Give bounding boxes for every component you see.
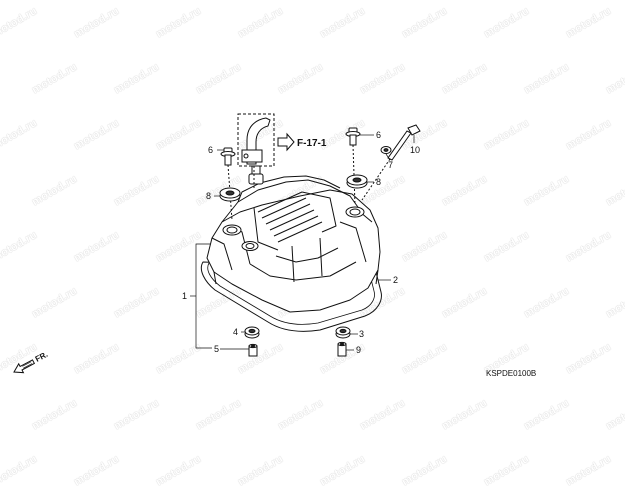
collar-right [337,341,347,357]
callout-1: 1 [182,291,187,301]
rubber-mount-left [219,187,241,202]
callout-6-left: 6 [208,145,213,155]
callout-9: 9 [356,345,361,355]
collar-left [248,343,258,357]
reference-arrow-icon [277,132,295,152]
rubber-seal-washer-right [335,326,351,339]
leader-lines [190,134,415,351]
head-cover-gasket [200,261,382,332]
callout-10: 10 [410,145,420,155]
rubber-mount-right [346,174,368,189]
callout-8-left: 8 [206,191,211,201]
callout-8-right: 8 [376,177,381,187]
hex-bolt [361,124,421,201]
exploded-view-drawing: F-17-1 [13,113,536,378]
callout-2: 2 [393,275,398,285]
callout-4: 4 [233,327,238,337]
callout-6-right: 6 [376,130,381,140]
callout-7: 7 [388,160,393,170]
front-arrow-icon [13,359,36,374]
flange-bolt-right [345,127,361,206]
sealing-washer [380,146,392,154]
callout-5: 5 [214,344,219,354]
flange-bolt-left [220,147,236,221]
front-indicator-label: FR. [34,350,50,364]
drawing-code: KSPDE0100B [486,369,536,378]
breather-reference-box [237,113,275,167]
callout-3: 3 [359,329,364,339]
reference-label: F-17-1 [297,138,327,149]
cylinder-head-cover [200,165,382,332]
breather-tube-group [237,113,295,190]
rubber-seal-washer-left [244,326,260,339]
